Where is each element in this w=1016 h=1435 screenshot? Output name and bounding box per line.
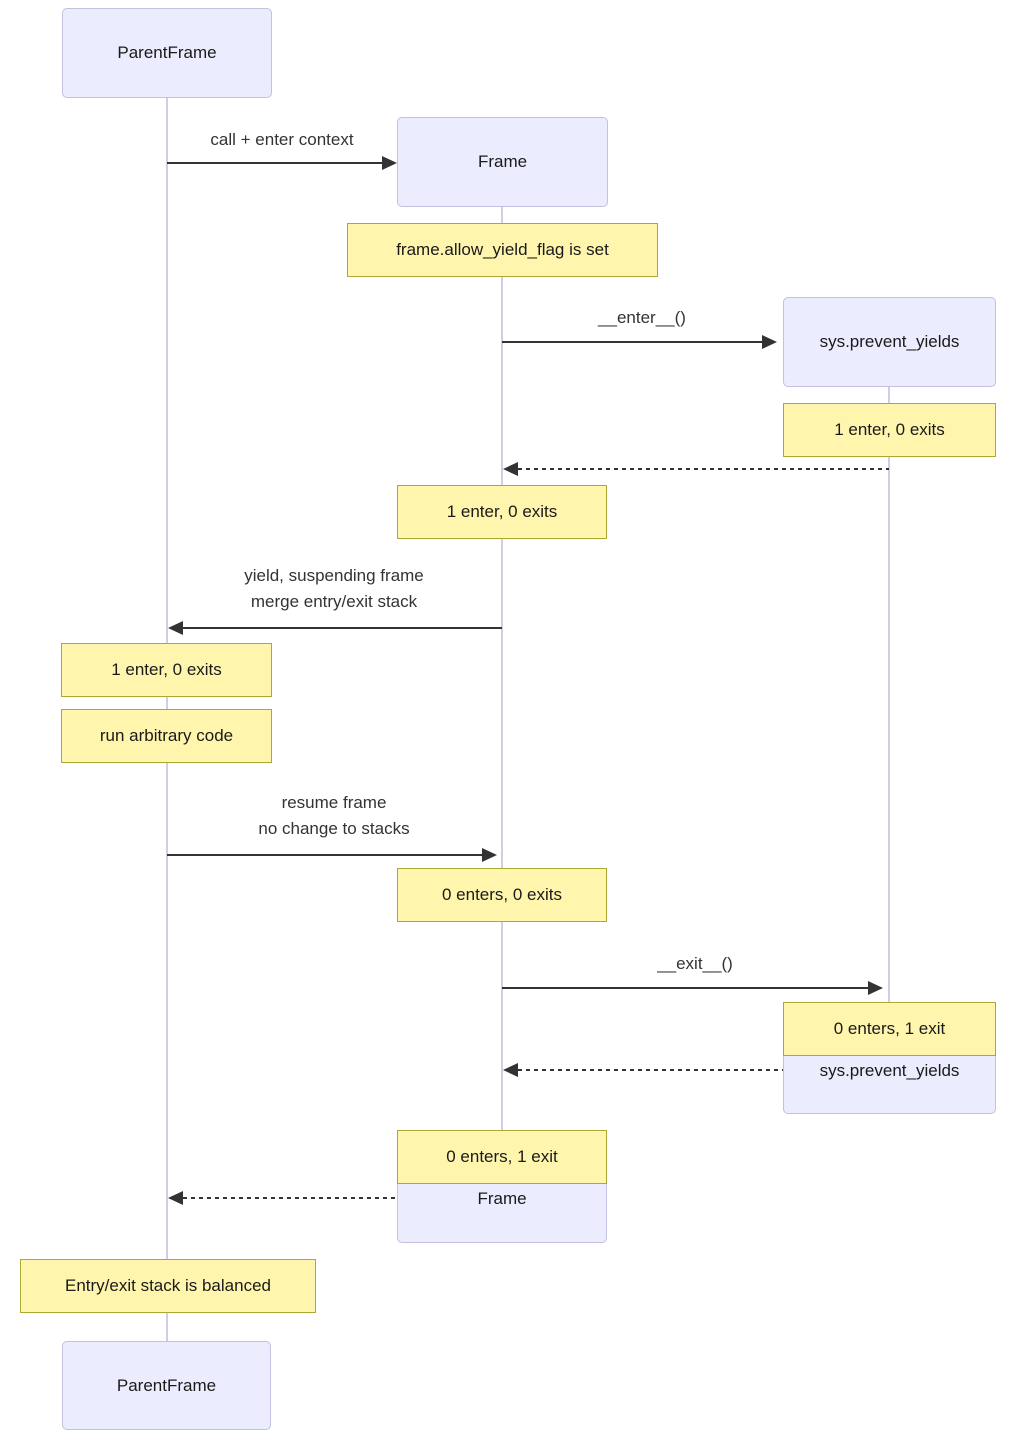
participant-label: ParentFrame (116, 1375, 217, 1395)
message-label: resume frame no change to stacks (258, 793, 410, 838)
message-label: call + enter context (210, 130, 354, 149)
message-line-dashed (518, 468, 889, 470)
arrowhead-left-icon (168, 621, 183, 635)
note-allow-yield-flag: frame.allow_yield_flag is set (347, 223, 658, 277)
arrowhead-right-icon (382, 156, 397, 170)
note-sys-1-enter-0-exits: 1 enter, 0 exits (783, 403, 996, 457)
note-run-arbitrary-code: run arbitrary code (61, 709, 272, 763)
message-line-dashed (518, 1069, 783, 1071)
note-frame-1-enter-0-exits: 1 enter, 0 exits (397, 485, 607, 539)
message-label: yield, suspending frame merge entry/exit… (244, 566, 424, 611)
lifeline-sys-prevent-yields (888, 387, 890, 1027)
message-label: __enter__() (598, 308, 686, 327)
participant-label: ParentFrame (117, 43, 217, 62)
arrowhead-left-icon (503, 1063, 518, 1077)
note-frame-0-enters-0-exits: 0 enters, 0 exits (397, 868, 607, 922)
message-line-dashed (183, 1197, 397, 1199)
participant-label: Frame (477, 1189, 527, 1208)
participant-sys-prevent-yields-header: sys.prevent_yields (783, 297, 996, 387)
lifeline-frame (501, 207, 503, 1155)
note-frame-0-enters-1-exit: 0 enters, 1 exit (397, 1130, 607, 1184)
participant-parentframe-header: ParentFrame (62, 8, 272, 98)
arrowhead-right-icon (762, 335, 777, 349)
participant-label: Frame (477, 152, 528, 171)
message-line (167, 854, 483, 856)
message-line (502, 341, 763, 343)
participant-frame-header: Frame (397, 117, 608, 207)
arrowhead-left-icon (503, 462, 518, 476)
participant-parentframe-footer: ParentFrame (62, 1341, 271, 1430)
arrowhead-right-icon (482, 848, 497, 862)
note-sys-0-enters-1-exit: 0 enters, 1 exit (783, 1002, 996, 1056)
message-line (502, 987, 869, 989)
message-line (183, 627, 502, 629)
arrowhead-right-icon (868, 981, 883, 995)
message-line (167, 162, 383, 164)
participant-label: sys.prevent_yields (819, 1060, 960, 1080)
arrowhead-left-icon (168, 1191, 183, 1205)
note-parent-1-enter-0-exits: 1 enter, 0 exits (61, 643, 272, 697)
participant-label: sys.prevent_yields (819, 332, 960, 351)
message-label: __exit__() (657, 954, 733, 973)
note-stack-balanced: Entry/exit stack is balanced (20, 1259, 316, 1313)
